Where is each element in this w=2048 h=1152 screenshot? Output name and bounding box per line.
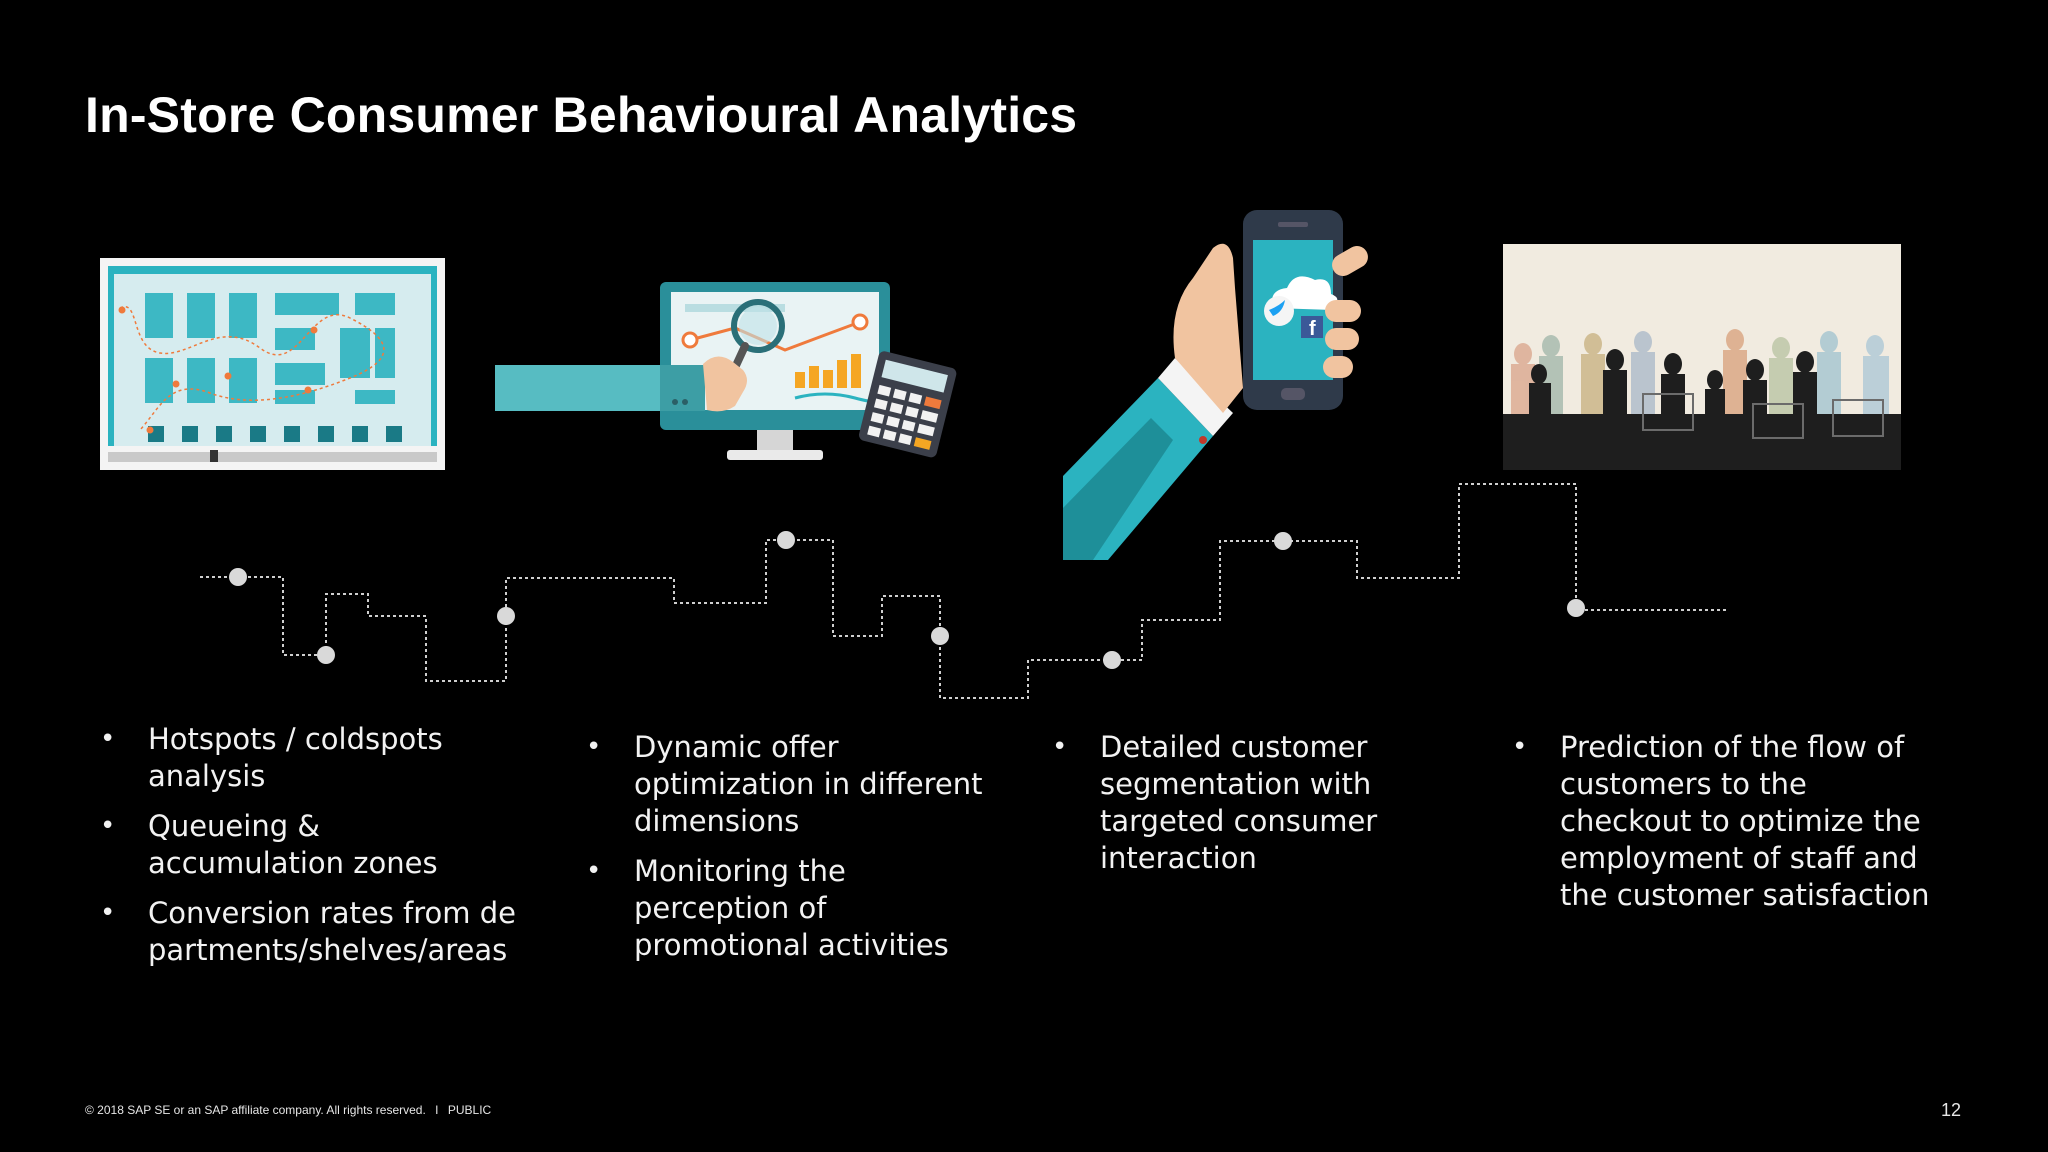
timeline-path (200, 483, 1726, 699)
timeline-node (497, 607, 515, 625)
bullet-list: Prediction of the flow of customers to t… (1512, 729, 1932, 914)
svg-text:f: f (1309, 318, 1316, 340)
bullet-item: Queueing & accumulation zones (100, 808, 520, 882)
footer-separator: I (435, 1103, 439, 1117)
analytics-monitor-icon (495, 282, 957, 460)
timeline-node (931, 627, 949, 645)
column-3: Detailed customer segmentation with targ… (1052, 729, 1472, 890)
timeline-node (1103, 651, 1121, 669)
column-2: Dynamic offer optimization in different … (586, 729, 1006, 977)
page-number: 12 (1941, 1100, 1962, 1120)
shoppers-crowd-icon (1503, 244, 1901, 470)
timeline-node (317, 646, 335, 664)
store-floorplan-icon (100, 258, 445, 470)
timeline-node (1567, 599, 1585, 617)
smartphone-social-icon: f (1063, 210, 1368, 560)
footer: © 2018 SAP SE or an SAP affiliate compan… (85, 1103, 491, 1117)
bullet-item: Dynamic offer optimization in different … (586, 729, 1006, 840)
timeline-node (229, 568, 247, 586)
column-1: Hotspots / coldspots analysis Queueing &… (100, 721, 520, 982)
timeline-node (777, 531, 795, 549)
page-title: In-Store Consumer Behavioural Analytics (85, 87, 1078, 143)
bullet-list: Dynamic offer optimization in different … (586, 729, 1006, 964)
bullet-list: Detailed customer segmentation with targ… (1052, 729, 1472, 877)
bullet-list: Hotspots / coldspots analysis Queueing &… (100, 721, 520, 969)
bullet-item: Prediction of the flow of customers to t… (1512, 729, 1932, 914)
column-4: Prediction of the flow of customers to t… (1512, 729, 1932, 927)
footer-classification: PUBLIC (447, 1103, 492, 1117)
bullet-item: Hotspots / coldspots analysis (100, 721, 520, 795)
timeline-node (1274, 532, 1292, 550)
footer-copyright: © 2018 SAP SE or an SAP affiliate compan… (85, 1103, 426, 1117)
bullet-item: Conversion rates from departments/shelve… (100, 895, 520, 969)
bullet-item: Monitoring the perception of promotional… (586, 853, 1006, 964)
bullet-item: Detailed customer segmentation with targ… (1052, 729, 1472, 877)
